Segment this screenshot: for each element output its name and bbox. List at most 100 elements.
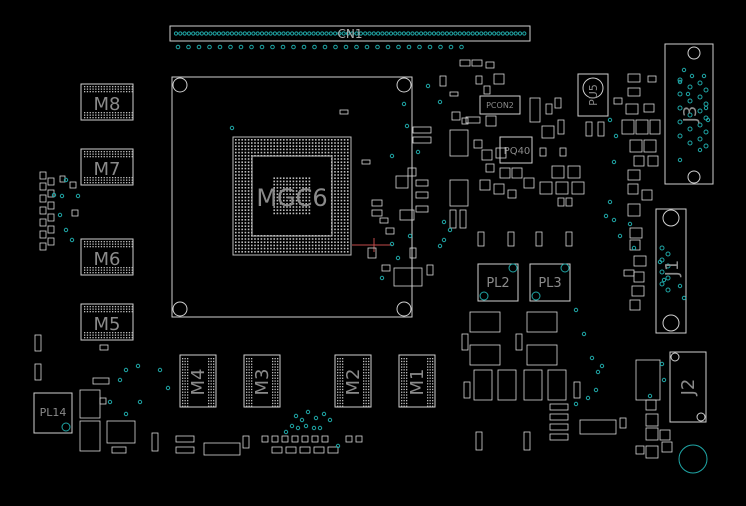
connector-j2[interactable]: J2 [669,351,707,423]
ball [365,363,367,365]
passive-component [645,427,659,441]
ball [427,383,429,385]
ball [337,372,339,374]
ball [251,405,253,407]
ball [92,179,94,181]
ball [274,377,276,379]
ball [182,400,184,402]
ball [92,243,94,245]
ball [89,153,91,155]
ball [251,386,253,388]
ball [213,388,215,391]
ball [131,334,133,336]
via [607,117,613,123]
bga-ball [343,155,346,157]
ball [95,269,97,271]
via [207,44,212,50]
ball [86,177,89,179]
via [229,31,234,36]
ball [342,360,344,363]
bga-ball [340,228,343,231]
ball [106,179,108,181]
bga-ball [295,206,298,208]
ball [274,366,276,368]
passive-component [175,446,195,454]
passive-component [549,433,569,441]
bga-ball [295,212,298,215]
ball [272,391,274,393]
connector-cn1[interactable]: CN1 [169,25,531,42]
ball [368,358,370,360]
ball [406,394,408,396]
passive-component [629,239,641,251]
via [395,255,401,261]
chip-outline [80,148,134,186]
ball [187,402,189,405]
via [449,31,454,36]
bga-ball [340,209,343,211]
ball [103,332,105,334]
passive-component [345,435,353,443]
connector-pcon2[interactable]: PCON2 [479,95,521,115]
ball [100,91,103,93]
bga-ball [318,244,320,247]
ball [89,243,91,245]
bga-ball [343,251,346,253]
ball [123,332,125,334]
ball [337,363,339,365]
bga-ball [308,145,311,147]
bga-ball [305,142,307,144]
bga-ball [276,196,279,199]
bga-ball [238,235,240,237]
inductor-pl3[interactable]: PL3 [529,263,571,302]
bga-ball [302,139,304,141]
ball [182,383,184,385]
ball [100,241,103,243]
ball [403,400,405,402]
passive-component [321,435,329,443]
ball [109,86,111,88]
via [677,105,683,111]
bga-ball [283,142,285,144]
bga-ball [270,251,272,253]
ball [106,91,108,93]
ball [427,391,429,393]
ball [114,334,117,336]
ball [117,153,119,155]
inductor-pl2[interactable]: PL2 [477,263,519,302]
bga-ball [254,142,256,144]
gpu-mgc6[interactable]: MGC6 [171,76,413,318]
ball [123,88,125,90]
connector-j3[interactable]: J3 [664,43,714,185]
bga-ball [279,193,282,195]
ball [403,383,405,385]
connector-j1[interactable]: J1 [655,208,687,334]
ball [342,380,344,382]
ball [406,405,408,407]
memory-m2 [334,354,372,408]
ball [406,363,408,365]
via [178,31,183,36]
bga-ball [273,251,275,253]
bga-ball [235,203,237,205]
ball [429,397,431,399]
bga-ball [340,222,343,224]
ball [89,334,91,336]
ball [403,380,405,382]
bga-ball [347,251,349,253]
ball [403,402,405,405]
passive-component [412,126,432,134]
via [631,245,637,251]
chip-pu5[interactable]: PU5 [577,73,609,117]
bga-ball [302,251,304,253]
ball [131,112,133,114]
bga-ball [340,247,343,250]
inductor-pl14[interactable]: PL14 [33,392,73,434]
ball [120,177,122,179]
transistor-pq40[interactable]: PQ40 [499,136,533,164]
bga-ball [235,161,237,163]
bga-ball [334,247,336,250]
ball [86,334,89,336]
bga-ball [247,177,250,179]
ball [112,151,114,153]
